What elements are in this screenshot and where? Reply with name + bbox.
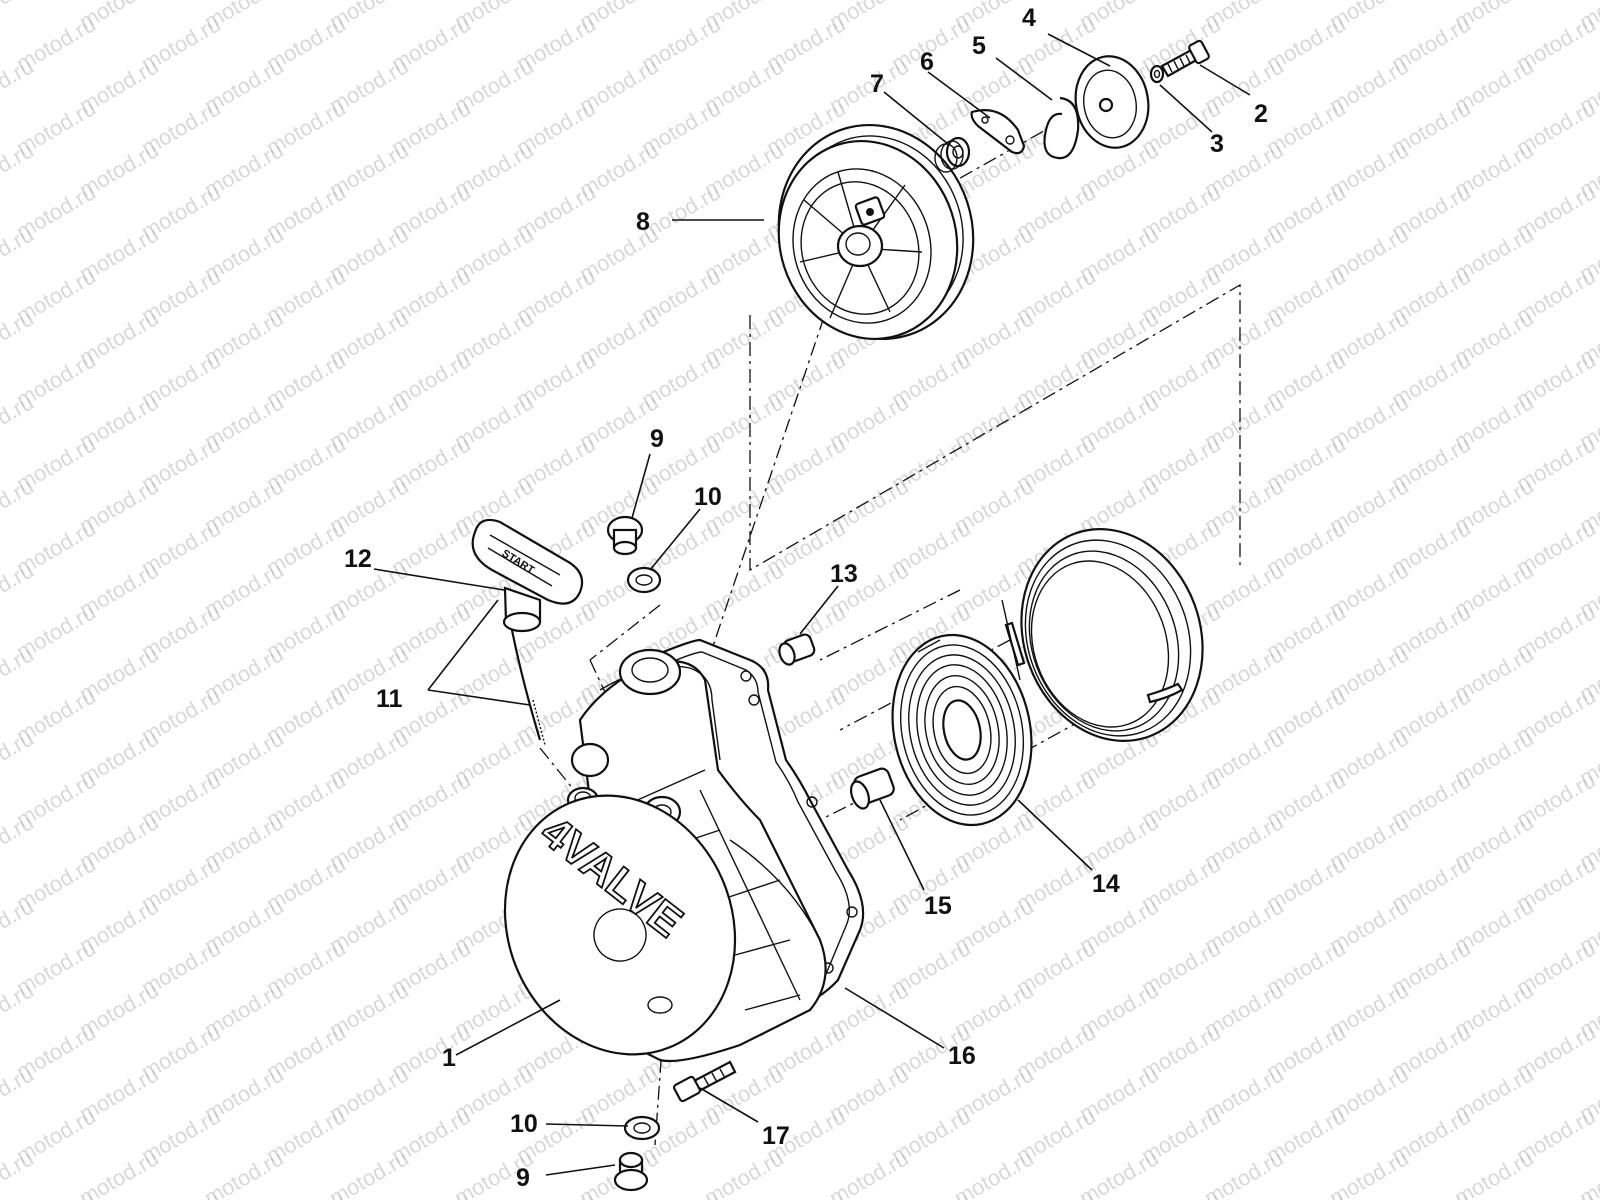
flange-bolt bbox=[673, 1060, 737, 1103]
starter-case: 4VALVE bbox=[503, 638, 865, 1063]
callout-numbers: 1 2 3 4 5 6 7 8 9 9 10 10 11 12 13 14 15… bbox=[344, 4, 1268, 1192]
rope-coil bbox=[1001, 528, 1204, 742]
callout-7: 7 bbox=[870, 70, 884, 98]
callout-14: 14 bbox=[1092, 870, 1120, 898]
retaining-clip bbox=[1043, 96, 1080, 160]
callout-4: 4 bbox=[1022, 4, 1036, 32]
pawl bbox=[970, 109, 1026, 155]
watermark-text: motod.ru bbox=[262, 1187, 350, 1200]
washer-upper bbox=[626, 566, 662, 594]
callout-9-upper: 9 bbox=[650, 425, 664, 453]
bolt bbox=[1160, 39, 1210, 78]
watermark-text: motod.ru bbox=[1012, 1187, 1100, 1200]
pulley bbox=[777, 123, 975, 341]
watermark-text: motod.ru bbox=[1262, 1187, 1350, 1200]
callout-6: 6 bbox=[920, 48, 934, 76]
pawl-spring bbox=[934, 136, 971, 173]
callout-3: 3 bbox=[1210, 130, 1224, 158]
friction-plate bbox=[1074, 55, 1150, 149]
recoil-spring bbox=[891, 633, 1033, 827]
starter-handle: START bbox=[471, 518, 584, 633]
collar-13 bbox=[778, 633, 816, 666]
callout-17: 17 bbox=[762, 1122, 790, 1150]
watermark-text: motod.ru bbox=[0, 0, 38, 34]
watermark-text: motod.ru bbox=[387, 1187, 475, 1200]
watermark-text: motod.ru bbox=[887, 1187, 975, 1200]
plug-lower bbox=[613, 1151, 649, 1192]
callout-9-lower: 9 bbox=[516, 1164, 530, 1192]
callout-1: 1 bbox=[442, 1044, 456, 1072]
collar-15 bbox=[849, 767, 895, 810]
watermark-text: motod.ru bbox=[637, 1187, 725, 1200]
watermark-text: motod.ru bbox=[1512, 1187, 1600, 1200]
callout-13: 13 bbox=[830, 560, 858, 588]
callout-8: 8 bbox=[636, 208, 650, 236]
watermark-text: motod.ru bbox=[1387, 1187, 1475, 1200]
washer-lower bbox=[623, 1115, 661, 1141]
callout-10-lower: 10 bbox=[510, 1110, 538, 1138]
callout-5: 5 bbox=[972, 32, 986, 60]
starter-rope bbox=[510, 629, 546, 746]
watermark-text: motod.ru bbox=[137, 1187, 225, 1200]
callout-15: 15 bbox=[924, 892, 952, 920]
plug-upper bbox=[606, 515, 644, 556]
callout-10-upper: 10 bbox=[694, 483, 722, 511]
watermark-text: motod.ru bbox=[12, 1187, 100, 1200]
leader-lines bbox=[373, 33, 1251, 1176]
watermark-text: motod.ru bbox=[762, 1187, 850, 1200]
watermark-text: motod.ru bbox=[1137, 1187, 1225, 1200]
lock-washer bbox=[1149, 64, 1165, 84]
callout-16: 16 bbox=[948, 1042, 976, 1070]
callout-2: 2 bbox=[1254, 100, 1268, 128]
callout-12: 12 bbox=[344, 545, 372, 573]
callout-11: 11 bbox=[376, 685, 403, 713]
